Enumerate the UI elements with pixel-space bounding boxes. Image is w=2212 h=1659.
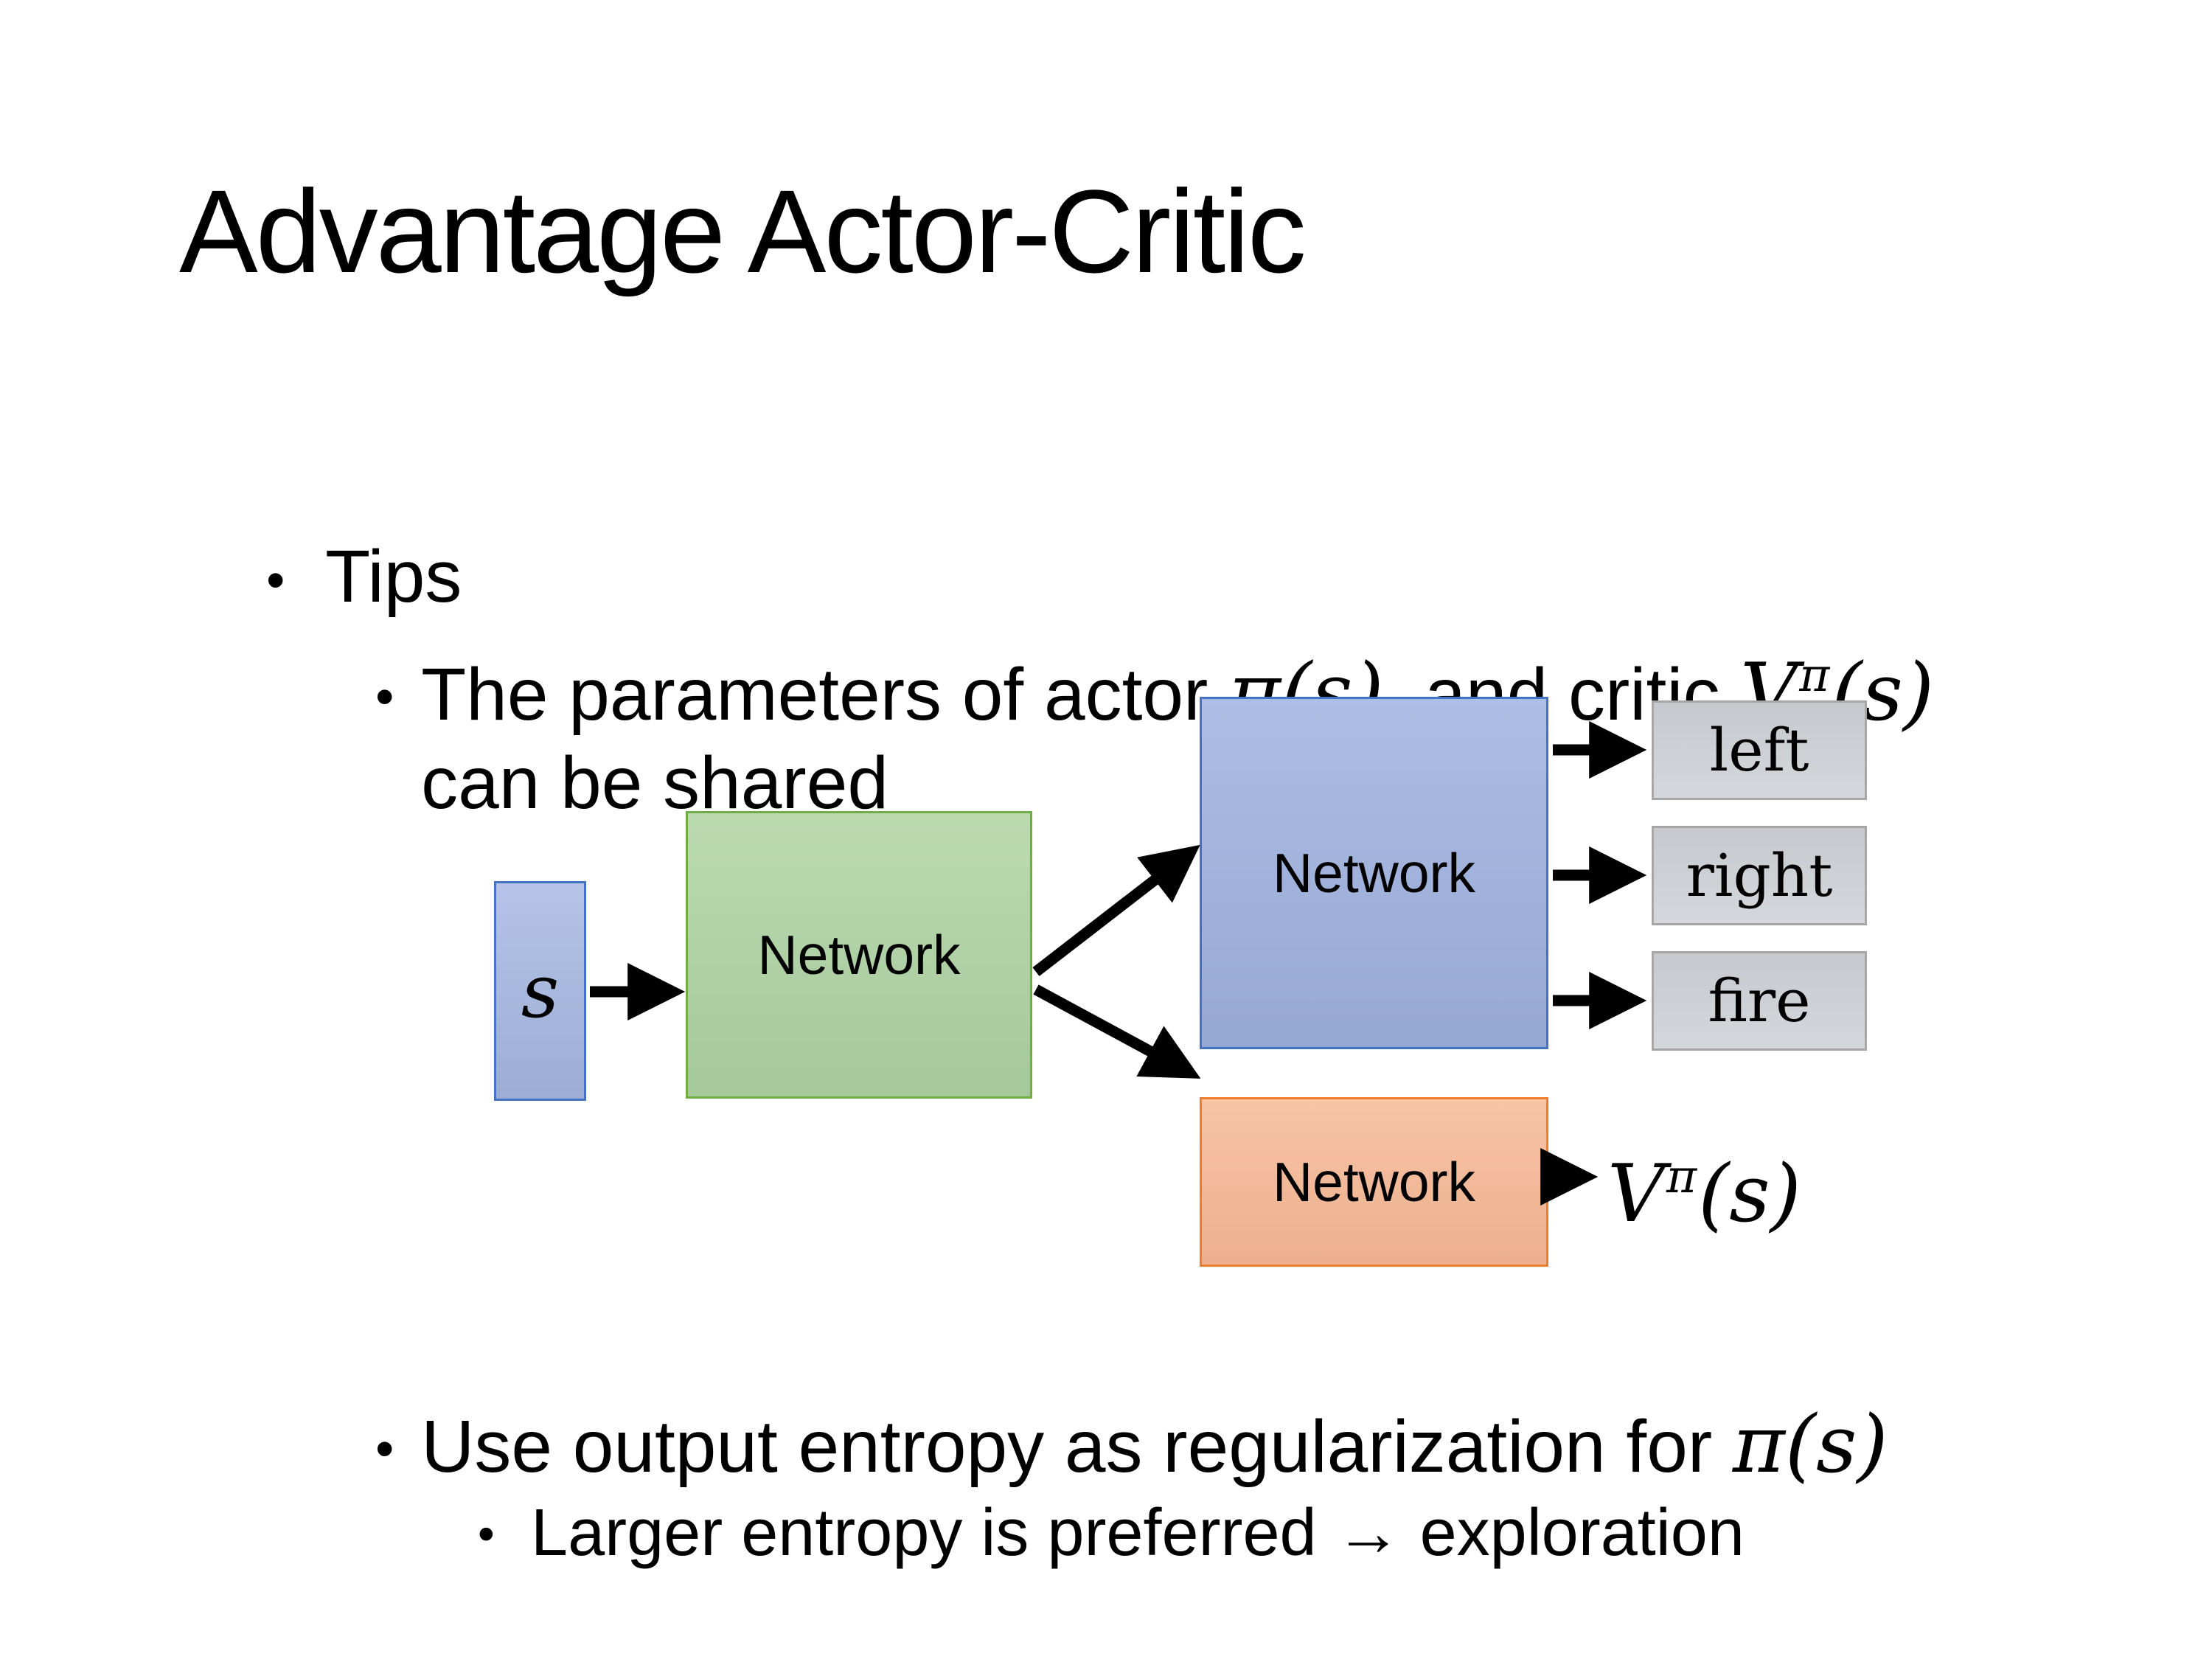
shared-network-box: Network <box>686 811 1032 1099</box>
value-v-base: V <box>1607 1147 1665 1240</box>
action-label-fire: fire <box>1708 967 1811 1035</box>
entropy-pi-math: π(s) <box>1732 1399 1888 1491</box>
action-label-left: left <box>1709 716 1809 785</box>
bullet-tips-label: Tips <box>325 535 462 618</box>
bullet-shared-params-line1: •The parameters of actor π(s) and critic… <box>293 557 1934 736</box>
critic-network-box: Network <box>1200 1097 1548 1267</box>
value-v-paren: (s) <box>1698 1147 1801 1240</box>
action-box-left: left <box>1652 700 1867 800</box>
bullet-dot-icon: • <box>266 551 285 611</box>
actor-network-label: Network <box>1272 842 1476 904</box>
arrow-shared-to-actor <box>1032 844 1200 976</box>
critic-network-label: Network <box>1272 1151 1476 1213</box>
bullet-dot-icon: • <box>478 1506 495 1561</box>
bullet-dot-icon: • <box>375 667 394 726</box>
input-state-label: s <box>521 947 560 1034</box>
value-output-label: Vπ(s) <box>1607 1134 1801 1237</box>
bullet-dot-icon: • <box>375 1419 394 1478</box>
action-label-right: right <box>1686 841 1833 910</box>
action-box-right: right <box>1652 826 1867 925</box>
page-title: Advantage Actor-Critic <box>179 165 1307 297</box>
bullet-shared-params-line2: can be shared <box>339 645 888 824</box>
larger-entropy-text: Larger entropy is preferred → exploratio… <box>531 1496 1745 1570</box>
bullet-larger-entropy: • Larger entropy is preferred → explorati… <box>404 1409 1745 1570</box>
critic-v-sup: π <box>1799 648 1830 703</box>
arrow-shared-to-critic <box>1033 984 1201 1079</box>
bullet-use-entropy: • Use output entropy as regularization fo… <box>293 1309 1888 1489</box>
use-entropy-text: Use output entropy as regularization for <box>421 1405 1733 1488</box>
value-v-sup: π <box>1666 1150 1697 1203</box>
shared-params-text-line2: can be shared <box>421 742 888 824</box>
shared-params-text-before: The parameters of actor <box>421 653 1229 736</box>
shared-network-label: Network <box>757 924 961 986</box>
actor-network-box: Network <box>1200 697 1548 1049</box>
bullet-tips: • Tips <box>184 450 462 704</box>
input-state-box: s <box>494 881 586 1101</box>
action-box-fire: fire <box>1652 951 1867 1051</box>
